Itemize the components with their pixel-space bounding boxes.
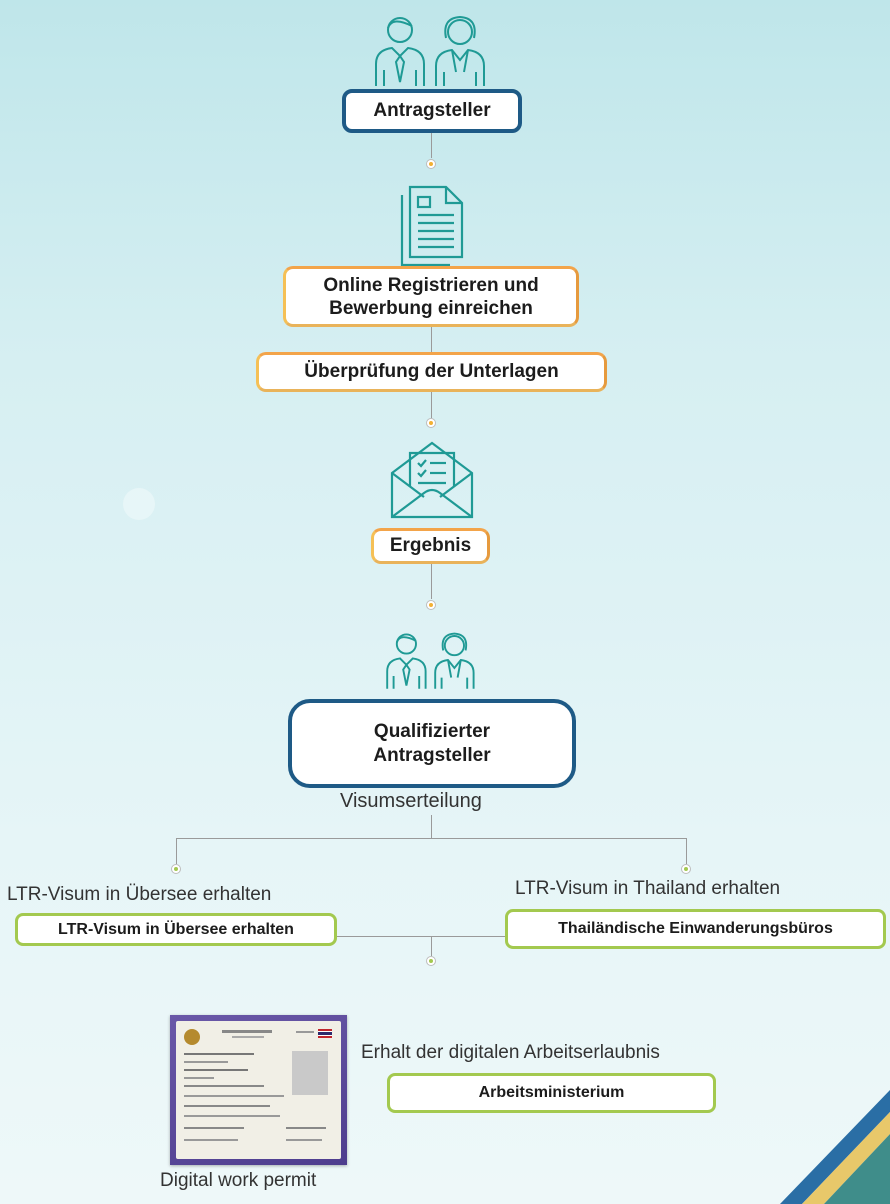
connector-dot [426,418,436,428]
applicant-box: Antragsteller [342,89,522,133]
work-permit-image-caption: Digital work permit [160,1170,317,1191]
thailand-caption: LTR-Visum in Thailand erhalten [515,878,781,899]
work-permit-card-image [170,1015,347,1165]
review-label: Überprüfung der Unterlagen [304,361,559,382]
connector-dot [171,864,181,874]
review-box: Überprüfung der Unterlagen [256,352,607,392]
thailand-label: Thailändische Einwanderungsbüros [558,920,833,937]
overseas-caption: LTR-Visum in Übersee erhalten [7,884,272,905]
connector-dot [426,956,436,966]
applicant-label: Antragsteller [373,100,491,121]
decorative-circle [123,488,155,520]
qualified-label: Qualifizierter Antragsteller [373,720,491,766]
result-box: Ergebnis [371,528,490,564]
visa-issuance-caption: Visumserteilung [340,790,482,812]
thailand-box: Thailändische Einwanderungsbüros [505,909,886,949]
result-label: Ergebnis [389,535,472,556]
register-box: Online Registrieren und Bewerbung einrei… [283,266,579,327]
qualified-box: Qualifizierter Antragsteller [288,699,576,788]
ministry-label: Arbeitsministerium [478,1084,625,1101]
envelope-icon [390,441,474,519]
work-permit-caption: Erhalt der digitalen Arbeitserlaubnis [361,1042,660,1063]
applicants-icon [375,15,485,86]
ministry-box: Arbeitsministerium [387,1073,716,1113]
overseas-box: LTR-Visum in Übersee erhalten [15,913,337,946]
register-label: Online Registrieren und Bewerbung einrei… [323,274,539,319]
connector-dot [426,600,436,610]
connector-dot [681,864,691,874]
overseas-label: LTR-Visum in Übersee erhalten [58,920,294,938]
corner-stripes-decoration [780,1090,890,1204]
connector-dot [426,159,436,169]
document-icon [400,185,464,267]
qualified-applicants-icon [386,632,475,689]
